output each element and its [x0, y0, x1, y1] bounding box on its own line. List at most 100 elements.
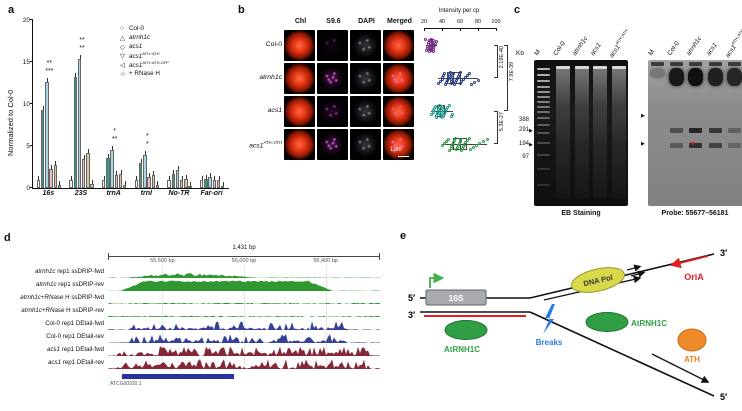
- bar-23S-atrnh1c: [73, 77, 77, 188]
- scatter-point: [462, 77, 466, 81]
- significance-label: **: [79, 44, 85, 52]
- blot-band: [670, 143, 684, 148]
- lane-label-M: M: [533, 48, 543, 57]
- bar-trnI-+ RNase H: [155, 185, 160, 188]
- micrograph-Chl-acs1ATH::ATH: [284, 129, 315, 160]
- error-whisker: [38, 175, 40, 180]
- lane-smear: [555, 66, 570, 198]
- scale-bar-label: 1µm: [390, 147, 402, 153]
- blot-band: [689, 128, 703, 133]
- significance-value: 5.3E-27: [499, 111, 505, 131]
- ladder-band: [537, 111, 550, 113]
- bar-16s-Col-0: [36, 179, 41, 188]
- error-whisker: [87, 148, 89, 153]
- hybridization-signal: [650, 68, 665, 78]
- well: [651, 62, 664, 66]
- track-signal-4: [108, 321, 380, 330]
- bar-No-TR-Col-0: [167, 179, 171, 188]
- bar-23S-acs1: [77, 58, 82, 188]
- legend-item: ☆+ RNase H: [120, 69, 169, 78]
- legend-item: ○Col-0: [120, 24, 169, 33]
- legend-symbol: ▽: [120, 52, 125, 60]
- track-signal-3: [108, 315, 380, 317]
- bar-trnA-+ RNase H: [123, 185, 127, 188]
- scatter-point: [476, 78, 480, 82]
- x-tick-label: 20: [420, 19, 428, 25]
- scatter-point: [424, 37, 428, 41]
- lane-label-Col-0: Col-0: [666, 40, 682, 57]
- error-whisker: [185, 174, 187, 179]
- micrograph-S9.6-acs1: [317, 96, 348, 127]
- gene-16s-label: 16S: [448, 293, 463, 303]
- oria-label: OriA: [684, 272, 704, 282]
- lane-label-atrnh1c: atrnh1c: [685, 35, 704, 57]
- dna-pol-shape: [571, 267, 625, 293]
- bar-trnI-acs1ATH::ATH-GFP: [151, 175, 155, 188]
- micrograph-Chl-atrnh1c: [284, 63, 315, 94]
- micrograph-DAPI-acs1: [350, 96, 381, 127]
- region-scale-label: 1,431 bp: [232, 245, 256, 251]
- atrnh1c-top-shape: [585, 312, 629, 332]
- scatter-point: [485, 137, 489, 141]
- scatter-point: [465, 73, 469, 77]
- y-tick-label: 5: [26, 143, 30, 150]
- micrograph-DAPI-Col-0: [350, 30, 381, 61]
- scatter-point: [440, 143, 444, 147]
- column-header-Chl: Chl: [294, 18, 307, 25]
- ladder-band: [537, 132, 550, 134]
- scatter-point: [441, 104, 445, 108]
- track-label: atrnh1c+RNase H ssDRIP-fwd: [20, 294, 104, 301]
- coordinate-label: 55,600 bp: [150, 258, 175, 264]
- oria-arrow-icon: [669, 255, 709, 269]
- three-prime-left-label: 3′: [408, 310, 415, 320]
- panel-c-letter: c: [514, 4, 521, 16]
- y-tick-mark: [30, 145, 33, 146]
- blot-band: [689, 143, 703, 148]
- column-header-DAPI: DAPI: [358, 18, 375, 25]
- three-prime-right-label: 3′: [720, 248, 727, 258]
- track-label: acs1 rep1 DEtail-rev: [47, 359, 104, 366]
- x-tick-label: 80: [474, 19, 482, 25]
- x-category-label: 16s: [42, 190, 55, 197]
- scatter-point: [474, 143, 478, 147]
- genomic-band: [593, 66, 608, 69]
- x-tick-mark: [424, 28, 425, 31]
- bar-No-TR-acs1: [175, 169, 180, 188]
- significance-label: *: [145, 133, 149, 141]
- legend-symbol: △: [120, 34, 125, 42]
- scatter-point: [448, 70, 452, 74]
- track-label: atrnh1c rep1 ssDRIP-rev: [35, 281, 104, 288]
- error-whisker: [92, 179, 94, 184]
- ladder-band: [537, 91, 550, 93]
- bar-16s-acs1: [45, 82, 49, 188]
- error-whisker: [120, 169, 122, 174]
- x-tick-label: 40: [438, 19, 446, 25]
- x-tick-mark: [442, 28, 443, 31]
- ladder-band: [537, 96, 550, 98]
- error-whisker: [112, 146, 114, 151]
- ladder-band: [537, 117, 550, 119]
- error-whisker: [42, 105, 44, 110]
- scatter-point: [438, 79, 442, 83]
- track-signal-1: [108, 280, 380, 291]
- track-label: Col-0 rep1 DEtail-rev: [46, 333, 104, 340]
- x-category-label: No-TR: [168, 190, 190, 197]
- blot-band: [727, 128, 741, 133]
- bar-23S-acs1ATH::ATH: [82, 158, 86, 188]
- scatter-point: [478, 141, 482, 145]
- scatter-point: [459, 137, 463, 141]
- ruler-line: [108, 256, 380, 257]
- micrograph-DAPI-atrnh1c: [350, 63, 381, 94]
- lane-smear: [574, 66, 589, 198]
- marker-arrow-icon: ▶: [529, 128, 533, 134]
- error-whisker: [177, 165, 179, 170]
- lane-label-Col-0: Col-0: [552, 40, 567, 57]
- blot-band: [708, 128, 722, 133]
- well: [708, 62, 722, 66]
- ladder-band: [537, 86, 550, 88]
- micrograph-DAPI-acs1ATH::ATH: [350, 129, 381, 160]
- error-whisker: [71, 175, 73, 180]
- scatter-point: [458, 70, 462, 74]
